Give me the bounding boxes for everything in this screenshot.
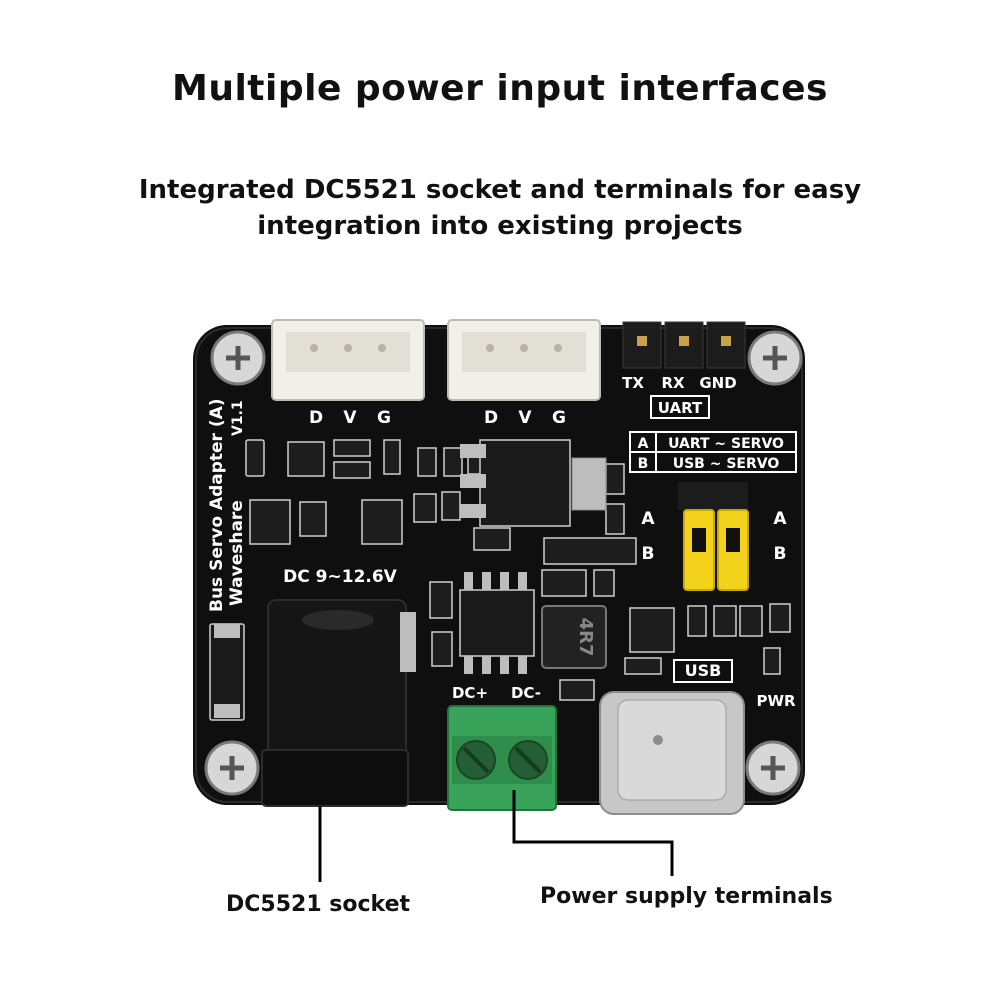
inductor-label: 4R7 xyxy=(575,618,596,657)
uart-label: UART xyxy=(658,399,703,417)
mode-table xyxy=(629,431,797,473)
inductor xyxy=(541,605,607,669)
subheadline: Integrated DC5521 socket and terminals f… xyxy=(138,175,862,241)
screw-icon xyxy=(204,740,260,796)
servo-pin-label: G xyxy=(377,408,391,428)
screw-icon xyxy=(747,330,803,386)
mode-a-desc: UART ~ SERVO xyxy=(668,436,784,452)
terminals-caption: Power supply terminals xyxy=(540,884,833,909)
dc-socket-caption: DC5521 socket xyxy=(226,892,411,917)
servo-connector-1 xyxy=(271,319,425,401)
servo-pin-label: D xyxy=(484,408,498,428)
jumper-row-b-right: B xyxy=(774,544,787,564)
mode-a-label: A xyxy=(638,436,649,452)
uart-pin-label: RX xyxy=(661,374,685,392)
board-brand-label: Waveshare xyxy=(227,500,247,606)
dc-range-label: DC 9~12.6V xyxy=(283,567,398,587)
leader-line-terminals xyxy=(512,790,674,876)
dc-plus-label: DC+ xyxy=(452,684,488,702)
board-version-label: V1.1 xyxy=(230,400,246,436)
uart-header xyxy=(622,321,746,369)
screw-icon xyxy=(210,330,266,386)
smd-components xyxy=(245,439,791,701)
uart-pin-label: TX xyxy=(622,374,644,392)
dc-minus-label: DC- xyxy=(511,684,541,702)
usb-c-port xyxy=(599,691,745,815)
usb-label: USB xyxy=(685,661,722,680)
servo-pin-label: D xyxy=(309,408,323,428)
dc-barrel-jack xyxy=(261,599,416,807)
servo-pin-label: G xyxy=(552,408,566,428)
screw-icon xyxy=(745,740,801,796)
headline: Multiple power input interfaces xyxy=(172,68,828,109)
servo-pin-label: V xyxy=(518,408,532,428)
terminal-block xyxy=(447,705,557,811)
board-name-label: Bus Servo Adapter (A) xyxy=(207,398,227,612)
pwr-label: PWR xyxy=(756,692,796,710)
driver-chip xyxy=(459,589,535,657)
jumper-row-b-left: B xyxy=(642,544,655,564)
servo-pin-label: V xyxy=(343,408,357,428)
uart-pin-label: GND xyxy=(699,374,736,392)
mode-b-label: B xyxy=(638,456,649,472)
servo-connector-2 xyxy=(447,319,601,401)
voltage-regulator xyxy=(479,439,571,527)
jumper-row-a-left: A xyxy=(641,509,655,529)
jumper-row-a-right: A xyxy=(773,509,787,529)
mode-b-desc: USB ~ SERVO xyxy=(673,456,780,472)
